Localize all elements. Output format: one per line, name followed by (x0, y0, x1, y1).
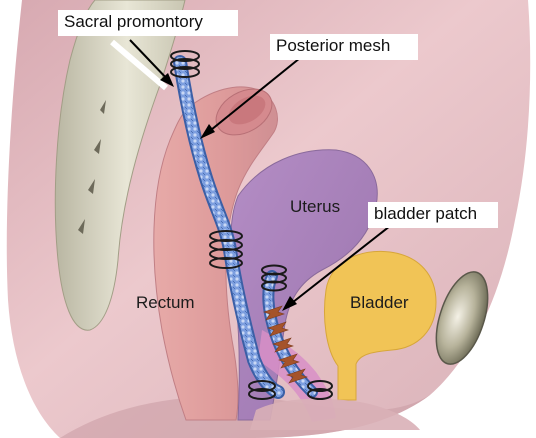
rectum (153, 86, 278, 421)
rectum-label: Rectum (136, 293, 195, 312)
sutures-anterior-top (261, 264, 287, 292)
bladder-patch-arrow (287, 225, 391, 307)
obturator-foramen (435, 271, 489, 365)
posterior-mesh-arrowhead (200, 124, 215, 139)
perineal-floor (250, 398, 420, 430)
sacral-promontory-pointer (110, 39, 168, 91)
bladder-patch-arrowhead (282, 296, 297, 311)
sacral-promontory-label: Sacral promontory (58, 10, 238, 36)
sutures-top (170, 50, 200, 78)
uterus-label: Uterus (290, 197, 341, 216)
bladder-patch (263, 305, 308, 384)
posterior-mesh-label: Posterior mesh (270, 34, 418, 60)
posterior-mesh-arrow (205, 57, 301, 135)
sutures-middle (209, 230, 243, 269)
bladder (324, 250, 437, 401)
sutures-bottom (248, 380, 333, 400)
sacral-promontory-arrow (129, 39, 171, 83)
rectum-lumen-inner (228, 95, 266, 125)
bladder-label: Bladder (350, 293, 409, 312)
bladder-patch-label: bladder patch (368, 202, 498, 228)
sacral-promontory-arrowhead (160, 73, 174, 87)
sacral-foramina (78, 100, 106, 234)
